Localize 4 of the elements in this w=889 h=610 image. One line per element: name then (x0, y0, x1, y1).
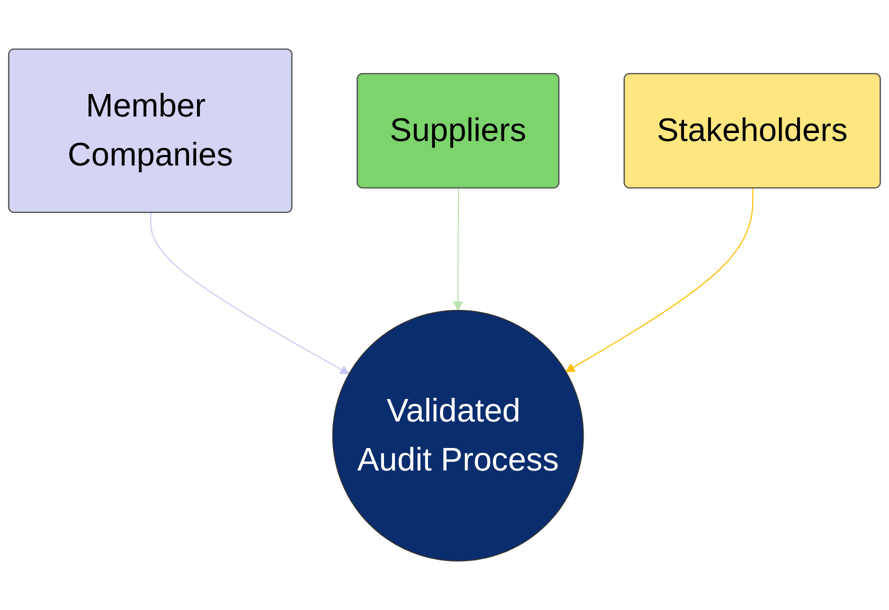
arrow (565, 188, 754, 372)
node-circle: Validated Audit Process (332, 310, 584, 562)
arrow (150, 212, 350, 374)
arrow (453, 188, 463, 311)
